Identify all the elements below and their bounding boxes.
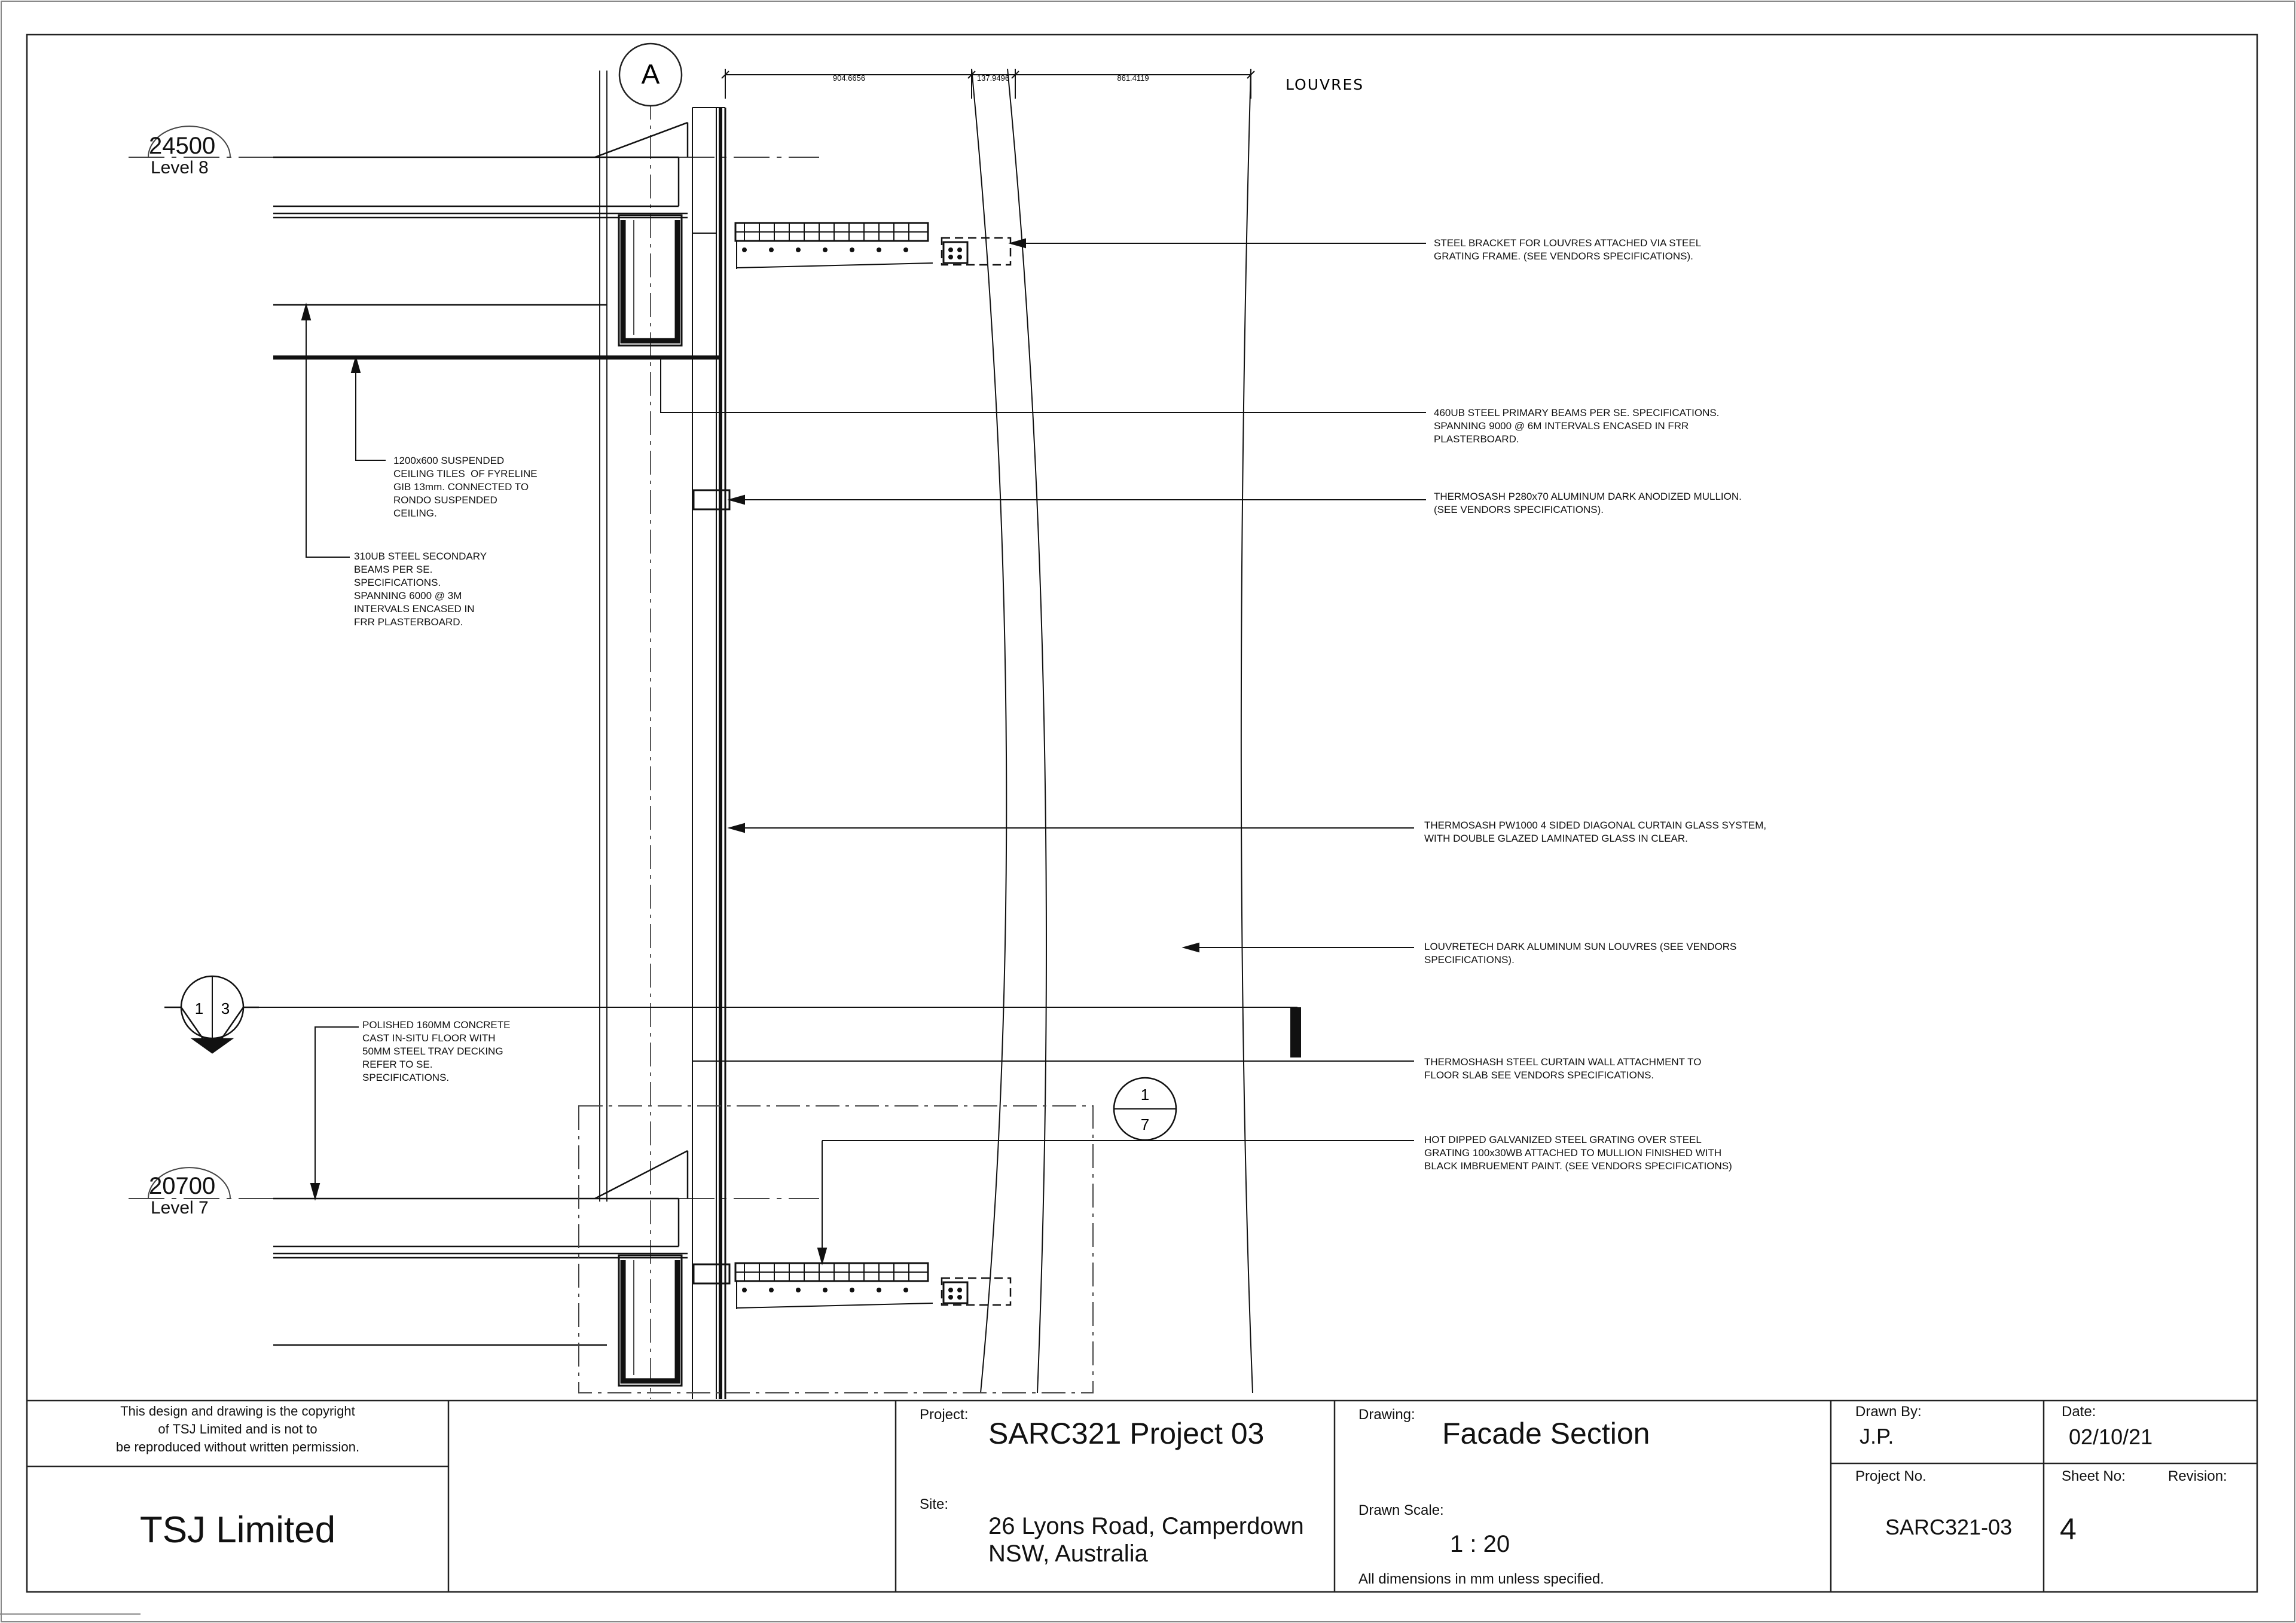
callout-primary-beams: 460UB STEEL PRIMARY BEAMS PER SE. SPECIF…	[1434, 407, 1720, 445]
lower-grating-bolts	[742, 1288, 962, 1300]
curtain-wall-mullion	[692, 107, 731, 1399]
copyright-notice: This design and drawing is the copyright…	[115, 1404, 360, 1454]
dimension-1: 904.6656	[833, 74, 865, 82]
left-callout-leaders	[301, 302, 386, 1201]
upper-louvre-grating	[734, 222, 1012, 269]
upper-steel-beam	[618, 214, 683, 347]
callout-steel-bracket: STEEL BRACKET FOR LOUVRES ATTACHED VIA S…	[1434, 237, 1702, 262]
section-marker-left: 1	[195, 1000, 203, 1017]
detail-boundary	[578, 1105, 1094, 1393]
drawn-by-label: Drawn By:	[1855, 1404, 1922, 1420]
louvre-blade-curves	[971, 68, 1253, 1393]
callout-steel-grating: HOT DIPPED GALVANIZED STEEL GRATING OVER…	[1424, 1134, 1732, 1172]
dimension-3: 861.4119	[1117, 74, 1149, 82]
level-7-name: Level 7	[151, 1198, 209, 1218]
drawn-by: J.P.	[1860, 1424, 1894, 1448]
section-marker-right: 3	[221, 1000, 230, 1017]
drawing-title: Facade Section	[1442, 1417, 1650, 1450]
sheet-label: Sheet No:	[2062, 1468, 2126, 1484]
louvres-label: LOUVRES	[1286, 76, 1364, 93]
right-callout-leaders	[660, 238, 1426, 1266]
callout-ceiling-tiles: 1200x600 SUSPENDED CEILING TILES OF FYRE…	[393, 455, 538, 519]
upper-floor-slab	[273, 121, 720, 360]
level-7-elevation: 20700	[149, 1173, 216, 1199]
scale-label: Drawn Scale:	[1358, 1502, 1444, 1518]
callout-sun-louvres: LOUVRETECH DARK ALUMINUM SUN LOUVRES (SE…	[1424, 941, 1737, 965]
grid-line-a	[599, 42, 683, 1399]
site-label: Site:	[920, 1496, 949, 1512]
dimension-2: 137.9496	[977, 74, 1009, 82]
detail-marker-top: 1	[1141, 1086, 1149, 1104]
top-dimension-string	[721, 69, 1255, 99]
level-8-elevation: 24500	[149, 133, 216, 159]
drawing-label: Drawing:	[1358, 1407, 1415, 1423]
revision-label: Revision:	[2168, 1468, 2227, 1484]
level-8-name: Level 8	[151, 158, 209, 178]
detail-marker-bottom: 7	[1141, 1115, 1149, 1133]
callout-mullion: THERMOSASH P280x70 ALUMINUM DARK ANODIZE…	[1434, 491, 1742, 515]
callout-secondary-beams: 310UB STEEL SECONDARY BEAMS PER SE. SPEC…	[354, 551, 487, 628]
dimensions-note: All dimensions in mm unless specified.	[1358, 1571, 1604, 1587]
drawn-scale: 1 : 20	[1450, 1531, 1510, 1557]
project-label: Project:	[920, 1407, 969, 1423]
lower-louvre-grating	[734, 1262, 1012, 1309]
date-label: Date:	[2062, 1404, 2096, 1420]
project-no-label: Project No.	[1855, 1468, 1926, 1484]
floor-slab-edge-block	[1290, 1007, 1301, 1057]
lower-steel-beam	[618, 1254, 683, 1387]
callout-curtain-wall-attachment: THERMOSHASH STEEL CURTAIN WALL ATTACHMEN…	[1424, 1056, 1702, 1081]
site-address: 26 Lyons Road, Camperdown NSW, Australia	[988, 1513, 1304, 1567]
company-name: TSJ Limited	[139, 1509, 336, 1551]
callout-concrete-floor: POLISHED 160MM CONCRETE CAST IN-SITU FLO…	[362, 1019, 511, 1083]
upper-grating-bolts	[742, 247, 962, 259]
project-name: SARC321 Project 03	[988, 1417, 1265, 1450]
callout-curtain-glass: THERMOSASH PW1000 4 SIDED DIAGONAL CURTA…	[1424, 820, 1767, 844]
drawing-frame	[26, 33, 2258, 1593]
date-value: 02/10/21	[2069, 1425, 2153, 1449]
project-number: SARC321-03	[1885, 1515, 2013, 1539]
grid-marker-a: A	[642, 59, 660, 90]
sheet-number: 4	[2060, 1512, 2077, 1546]
title-block-grid	[27, 1399, 2257, 1592]
section-marker-1-3	[164, 975, 1297, 1054]
